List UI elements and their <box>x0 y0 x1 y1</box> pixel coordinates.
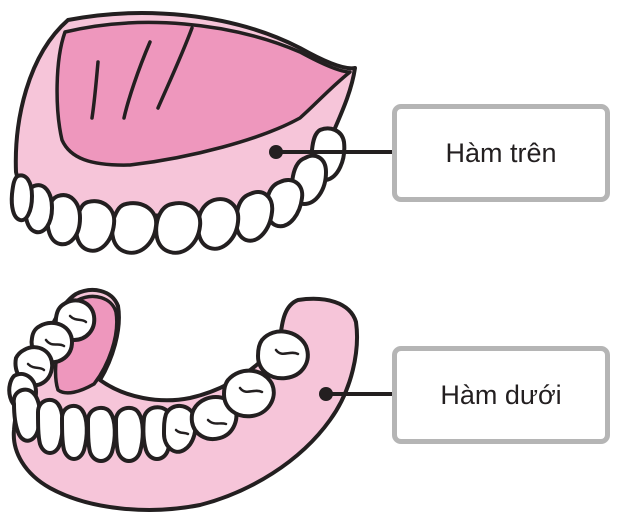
lower-jaw-label-box: Hàm dưới <box>392 346 610 444</box>
lower-jaw-label: Hàm dưới <box>440 380 561 411</box>
upper-jaw-label-box: Hàm trên <box>392 104 610 202</box>
upper-tooth <box>12 175 32 220</box>
upper-tooth <box>156 203 200 253</box>
lower-tooth <box>224 371 274 417</box>
lower-tooth <box>116 408 143 461</box>
lower-tooth <box>38 400 63 453</box>
lower-denture <box>9 290 357 510</box>
lower-tooth <box>88 408 115 461</box>
leader-lower <box>319 387 394 401</box>
upper-tooth <box>112 203 156 253</box>
upper-tooth <box>76 201 114 251</box>
upper-tooth <box>236 192 272 241</box>
upper-denture <box>12 13 355 253</box>
lower-tooth <box>62 406 87 459</box>
upper-jaw-label: Hàm trên <box>445 138 556 169</box>
upper-tooth <box>198 199 238 249</box>
